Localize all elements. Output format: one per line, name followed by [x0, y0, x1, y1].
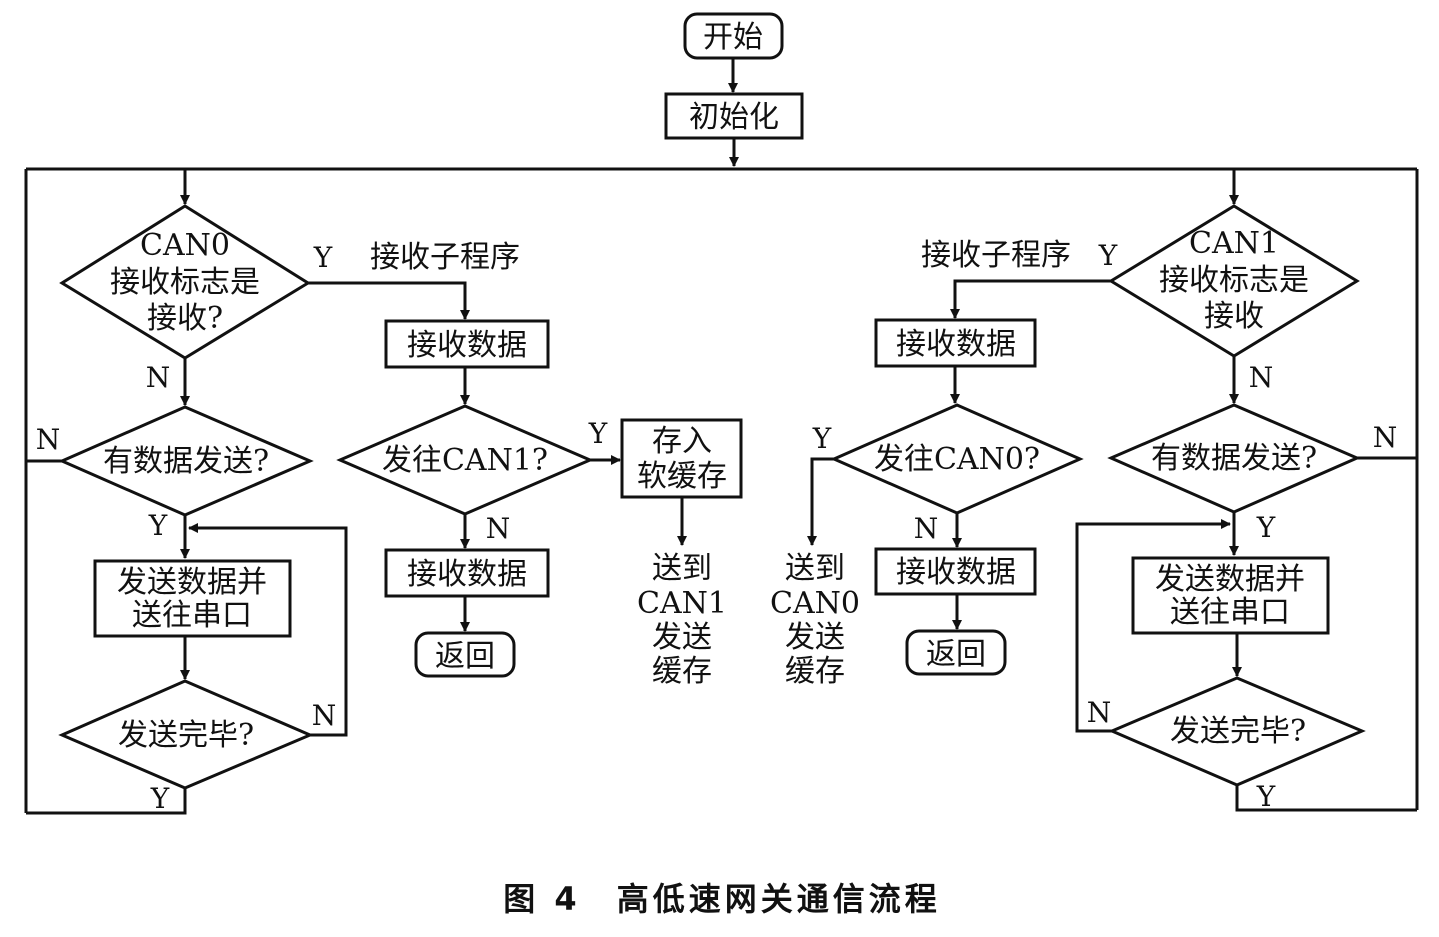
label-n: N — [1249, 361, 1274, 394]
can1-flag-line1: CAN1 — [1189, 226, 1279, 261]
label-n: N — [1087, 696, 1112, 729]
left-recv-label-1: 接收数据 — [407, 328, 527, 363]
right-subroutine-title: 接收子程序 — [921, 238, 1071, 273]
left-send-process-line1: 发送数据并 — [117, 565, 267, 600]
left-recv-box-2 — [384, 548, 550, 598]
note-can0-line4: 缓存 — [785, 654, 845, 689]
right-recv-label-1: 接收数据 — [896, 327, 1016, 362]
right-return-terminal — [905, 629, 1007, 676]
left-return-terminal — [414, 631, 516, 678]
left-send-decision-label: 有数据发送? — [103, 444, 269, 479]
left-recv-box-1 — [384, 319, 550, 369]
can1-flag-line3: 接收 — [1204, 299, 1264, 334]
label-n: N — [312, 699, 337, 732]
left-subroutine-title: 接收子程序 — [370, 240, 520, 275]
can0-flag-line2: 接收标志是 — [110, 265, 260, 300]
right-send-decision-label: 有数据发送? — [1151, 441, 1317, 476]
label-n: N — [486, 512, 511, 545]
label-y: Y — [148, 509, 168, 542]
can0-flag-line1: CAN0 — [140, 228, 230, 263]
forward-can0-label: 发往CAN0? — [874, 442, 1040, 477]
right-send-process — [1131, 556, 1330, 635]
label-n: N — [1373, 421, 1398, 454]
label-y: Y — [1256, 780, 1276, 813]
label-n: N — [36, 423, 61, 456]
left-done-decision-label: 发送完毕? — [118, 718, 254, 753]
figure-caption: 图 4 高低速网关通信流程 — [503, 880, 940, 918]
left-recv-label-2: 接收数据 — [407, 557, 527, 592]
label-y: Y — [313, 241, 333, 274]
right-done-decision-label: 发送完毕? — [1170, 714, 1306, 749]
note-can1-line3: 发送 — [652, 620, 712, 655]
note-can1-line2: CAN1 — [637, 586, 727, 621]
right-send-process-line1: 发送数据并 — [1155, 562, 1305, 597]
note-can0-line3: 发送 — [785, 620, 845, 655]
soft-buffer-line1: 存入 — [652, 424, 712, 459]
right-recv-label-2: 接收数据 — [896, 555, 1016, 590]
left-send-process-line2: 送往串口 — [132, 598, 252, 633]
label-y: Y — [588, 417, 608, 450]
note-can1-line1: 送到 — [652, 551, 712, 586]
right-recv-box-1 — [874, 318, 1037, 368]
label-y: Y — [150, 782, 170, 815]
label-n: N — [914, 512, 939, 545]
init-box — [664, 92, 804, 140]
label-y: Y — [812, 422, 832, 455]
right-send-process-line2: 送往串口 — [1170, 595, 1290, 630]
label-y: Y — [1256, 511, 1276, 544]
label-n: N — [146, 361, 171, 394]
left-send-process — [93, 559, 292, 638]
forward-can1-label: 发往CAN1? — [382, 443, 548, 478]
init-label: 初始化 — [689, 100, 779, 135]
can1-flag-line2: 接收标志是 — [1159, 263, 1309, 298]
left-return-label: 返回 — [435, 639, 495, 674]
soft-buffer-line2: 软缓存 — [637, 459, 727, 494]
start-label: 开始 — [703, 20, 763, 55]
label-y: Y — [1098, 239, 1118, 272]
right-return-label: 返回 — [926, 637, 986, 672]
note-can0-line1: 送到 — [785, 551, 845, 586]
note-can0-line2: CAN0 — [770, 586, 860, 621]
can0-flag-line3: 接收? — [147, 301, 223, 336]
right-recv-box-2 — [874, 547, 1037, 596]
note-can1-line4: 缓存 — [652, 654, 712, 689]
